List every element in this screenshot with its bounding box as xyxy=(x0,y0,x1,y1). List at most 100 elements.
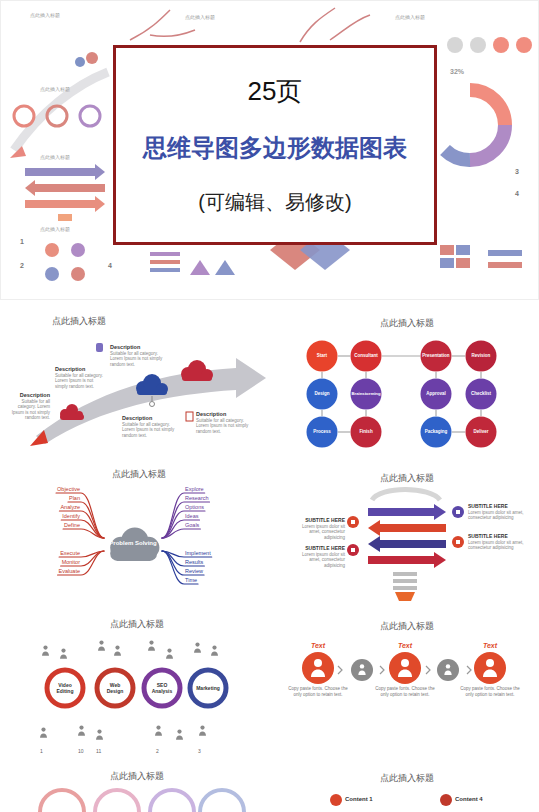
connector-line xyxy=(338,355,350,356)
process-circle: Presentation xyxy=(420,340,452,372)
banner-title: 思维导图多边形数据图表 xyxy=(143,134,407,163)
circle-fill xyxy=(307,417,338,448)
bottom-slide-decor xyxy=(40,790,452,812)
subtitle: SUBTITLE HERE xyxy=(468,503,508,509)
connector-line xyxy=(382,355,420,356)
badge-text: Copy paste fonts. Choose the only option… xyxy=(373,686,437,697)
ring-label: Marketing xyxy=(196,685,220,691)
banner-subtitle: (可编辑、易修改) xyxy=(198,190,351,214)
person-body xyxy=(398,670,412,678)
circle-fill xyxy=(351,379,382,410)
branch-word: Execute xyxy=(20,550,80,557)
circle-fill xyxy=(307,341,338,372)
process-circle: Start xyxy=(306,340,338,372)
step-label: Checklist xyxy=(471,391,491,396)
badge-circle xyxy=(474,652,506,684)
slide-title: 点此插入标题 xyxy=(30,12,60,18)
slide-title: 点此插入标题 xyxy=(380,473,434,484)
callout-number: 1 xyxy=(20,238,24,246)
skill-ring: SEO Analysis xyxy=(141,667,183,709)
badge-heading: Text xyxy=(311,642,325,650)
subtitle-text: Lorem ipsum dolor sit amet, consectetur … xyxy=(468,540,534,551)
process-circle: Revision xyxy=(465,340,497,372)
central-topic: Problem Solving xyxy=(103,526,163,562)
skill-ring: Marketing xyxy=(187,667,229,709)
count-number: 2 xyxy=(156,748,159,754)
ring-stroke xyxy=(47,670,83,706)
connector-line xyxy=(452,355,465,356)
process-circle: Brainstorming xyxy=(350,378,382,410)
collage-thumbnails xyxy=(1,1,539,300)
circle-fill xyxy=(351,341,382,372)
topic-label: Problem Solving xyxy=(109,540,156,547)
description-text: Suitable for all category. Lorem Ipsum i… xyxy=(5,399,50,421)
branch-word: Goals xyxy=(185,522,245,529)
slide-title: 点此插入标题 xyxy=(380,773,434,784)
process-circle: Design xyxy=(306,378,338,410)
slide-title: 点此插入标题 xyxy=(52,316,106,327)
description-text: Suitable for all category. Lorem Ipsum i… xyxy=(110,351,165,367)
ring-label: Video Editing xyxy=(51,682,79,694)
branch-word: Identify xyxy=(20,513,80,520)
badge-circle xyxy=(302,652,334,684)
badge-circle xyxy=(389,652,421,684)
description-heading: Description xyxy=(196,411,226,418)
description-heading: Description xyxy=(110,344,140,351)
page-count: 25页 xyxy=(248,76,303,107)
ring-stroke xyxy=(190,670,226,706)
subtitle-text: Lorem ipsum dolor sit amet, consectetur … xyxy=(468,510,534,521)
content-heading: Content 4 xyxy=(455,796,483,803)
branch-word: Results xyxy=(185,559,245,566)
step-label: Presentation xyxy=(422,353,449,358)
connector-line xyxy=(365,410,366,416)
step-label: Consultant xyxy=(354,353,378,358)
circle-fill xyxy=(466,379,497,410)
person-body xyxy=(483,670,497,678)
description-text: Suitable for all category. Lorem Ipsum i… xyxy=(122,422,182,438)
branch-word: Define xyxy=(20,522,80,529)
branch-word: Implement xyxy=(185,550,245,557)
connector-line xyxy=(435,372,436,378)
branch-word: Time xyxy=(185,577,245,584)
person-head xyxy=(401,659,409,667)
content-heading: Content 1 xyxy=(345,796,373,803)
step-label: Finish xyxy=(359,429,372,434)
process-circle: Consultant xyxy=(350,340,382,372)
slide-title: 点此插入标题 xyxy=(395,14,425,20)
branch-word: Objective xyxy=(20,486,80,493)
branch-word: Review xyxy=(185,568,245,575)
step-label: Approval xyxy=(426,391,446,396)
process-circle: Packaging xyxy=(420,416,452,448)
slide-title: 点此插入标题 xyxy=(40,226,70,232)
cloud-shape xyxy=(110,527,159,560)
branch-word: Monitor xyxy=(20,559,80,566)
branch-word: Options xyxy=(185,504,245,511)
description-text: Suitable for all category. Lorem Ipsum i… xyxy=(55,373,105,389)
slide-title: 点此插入标题 xyxy=(112,469,166,480)
circle-fill xyxy=(466,417,497,448)
badge-text: Copy paste fonts. Choose the only option… xyxy=(286,686,350,697)
step-label: Start xyxy=(317,353,327,358)
count-number: 11 xyxy=(96,748,101,754)
circle-fill xyxy=(421,341,452,372)
person-body xyxy=(311,670,325,678)
branch-word: Plan xyxy=(20,495,80,502)
subtitle: SUBTITLE HERE xyxy=(290,545,345,551)
description-heading: Description xyxy=(122,415,152,422)
circle-fill xyxy=(421,417,452,448)
growth-arrow-illustration xyxy=(30,343,266,446)
branch-word: Evaluate xyxy=(20,568,80,575)
skill-ring: Video Editing xyxy=(44,667,86,709)
person-head xyxy=(486,659,494,667)
subtitle-text: Lorem ipsum dolor sit amet, consectetur … xyxy=(290,552,345,568)
badge-heading: Text xyxy=(398,642,412,650)
connector-line xyxy=(365,372,366,378)
title-banner: 25页思维导图多边形数据图表 (可编辑、易修改) xyxy=(113,45,437,245)
badge-text: Copy paste fonts. Choose the only option… xyxy=(458,686,522,697)
slide-title: 点此插入标题 xyxy=(110,771,164,782)
callout-number: 3 xyxy=(515,168,519,176)
cloud-base xyxy=(110,546,157,561)
count-number: 3 xyxy=(198,748,201,754)
slide-title: 点此插入标题 xyxy=(380,318,434,329)
slide-title: 点此插入标题 xyxy=(40,86,70,92)
